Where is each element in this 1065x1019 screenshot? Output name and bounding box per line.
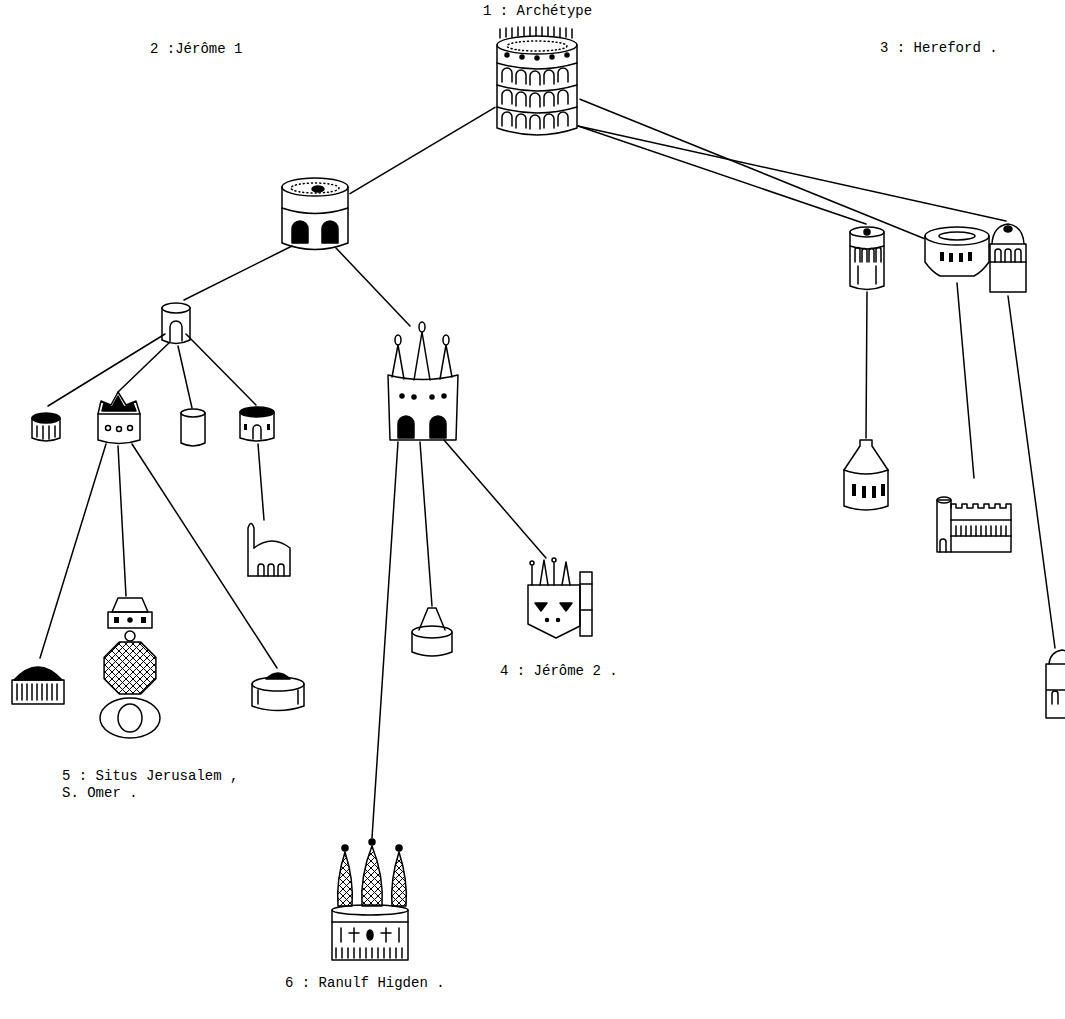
tower-drawing <box>412 608 452 656</box>
stemma-node: 5 : Situs Jerusalem , S. Omer . <box>102 596 158 740</box>
stemma-node: 4 : Jérôme 2 . <box>526 557 594 640</box>
tower-drawing <box>252 673 304 711</box>
jerome-2-drawing <box>528 558 592 638</box>
tower-drawing <box>937 497 1011 552</box>
tower-drawing <box>32 413 60 441</box>
tower-drawing <box>282 178 348 250</box>
situs-jerusalem-drawing <box>100 598 160 738</box>
tower-drawing <box>162 303 190 344</box>
witness-label: 6 : Ranulf Higden . <box>285 975 445 992</box>
stemma-node: 1 : Archétype <box>495 27 580 137</box>
stemma-node: 3 : Hereford . <box>924 226 991 278</box>
stemma-node: 2 :Jérôme 1 <box>280 177 350 252</box>
archetype-tower <box>497 27 577 135</box>
witness-label: 1 : Archétype <box>483 3 592 20</box>
tower-drawing <box>850 227 884 290</box>
witness-label: 3 : Hereford . <box>880 40 998 57</box>
witness-label: 2 :Jérôme 1 <box>150 41 242 58</box>
tower-drawing <box>181 409 205 446</box>
stemma-node: 6 : Ranulf Higden . <box>331 838 409 962</box>
stemma-line <box>580 99 924 238</box>
witness-label: 4 : Jérôme 2 . <box>500 663 618 680</box>
witness-label: 5 : Situs Jerusalem , S. Omer . <box>62 768 248 802</box>
tower-drawing <box>98 392 140 444</box>
tower-drawing <box>990 224 1026 292</box>
tower-drawing <box>240 407 274 441</box>
ranulf-higden-drawing <box>332 839 408 960</box>
tower-drawing <box>388 322 458 440</box>
hereford-drawing <box>925 227 989 276</box>
tower-drawing <box>12 667 64 704</box>
stemma-line <box>350 107 495 193</box>
stemma-line <box>40 126 1055 838</box>
tower-drawing <box>844 440 888 510</box>
tower-drawing <box>1046 650 1065 718</box>
tower-drawing <box>248 524 290 577</box>
